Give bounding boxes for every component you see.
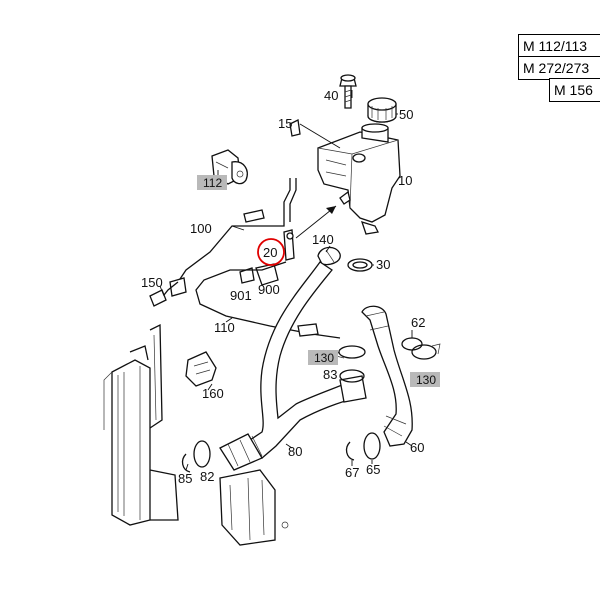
label-50: 50 [399, 107, 413, 122]
hose-clamp-140 [317, 246, 341, 266]
engine-code-box: M 272/273 [518, 56, 600, 80]
o-ring-83 [339, 369, 365, 383]
engine-code-box: M 112/113 [518, 34, 600, 58]
highlight-box-130-left [308, 350, 338, 365]
clip-67 [345, 441, 355, 461]
bolt [339, 74, 357, 109]
label-130-left: 130 [314, 351, 334, 365]
clip-85 [181, 453, 191, 473]
engine-code-box: M 156 [549, 78, 600, 102]
label-130-right: 130 [416, 373, 436, 387]
label-80: 80 [288, 444, 302, 459]
label-10: 10 [398, 173, 412, 188]
level-sensor [283, 229, 295, 261]
hose-clamp-130-left [335, 345, 366, 359]
label-82: 82 [200, 469, 214, 484]
label-62: 62 [411, 315, 425, 330]
pipe-110 [195, 261, 341, 339]
bracket-160 [185, 351, 217, 387]
seal-ring-30 [347, 258, 373, 272]
radiator [103, 323, 179, 526]
leader-lines [159, 90, 413, 471]
label-112: 112 [203, 176, 222, 190]
pipe-100 [169, 178, 297, 297]
label-65: 65 [366, 462, 380, 477]
label-900: 900 [258, 282, 280, 297]
highlight-box-130-right [410, 372, 440, 387]
label-15: 15 [278, 116, 292, 131]
pipe-100-tail [149, 281, 179, 307]
o-ring-82 [193, 440, 211, 468]
label-83: 83 [323, 367, 337, 382]
hose-80 [219, 261, 367, 471]
label-901: 901 [230, 288, 252, 303]
expansion-tank [317, 123, 401, 235]
label-40: 40 [324, 88, 338, 103]
radiator-cap [367, 97, 397, 123]
highlight-box-112 [197, 175, 227, 190]
label-100: 100 [190, 221, 212, 236]
label-30: 30 [376, 257, 390, 272]
label-110: 110 [214, 320, 235, 335]
label-60: 60 [410, 440, 424, 455]
engine-block [219, 469, 289, 546]
hose-clamp-130-right [411, 343, 441, 360]
o-ring-65 [363, 432, 381, 460]
o-ring-62 [401, 337, 423, 351]
label-85: 85 [178, 471, 192, 486]
callout-ring-20 [257, 238, 285, 266]
label-160: 160 [202, 386, 224, 401]
label-140: 140 [312, 232, 334, 247]
label-20: 20 [263, 245, 277, 260]
label-67: 67 [345, 465, 359, 480]
arrow-to-tank [295, 205, 337, 239]
label-150: 150 [141, 275, 163, 290]
small-fittings [239, 263, 279, 286]
clip [289, 119, 301, 137]
hose-60 [361, 305, 413, 447]
